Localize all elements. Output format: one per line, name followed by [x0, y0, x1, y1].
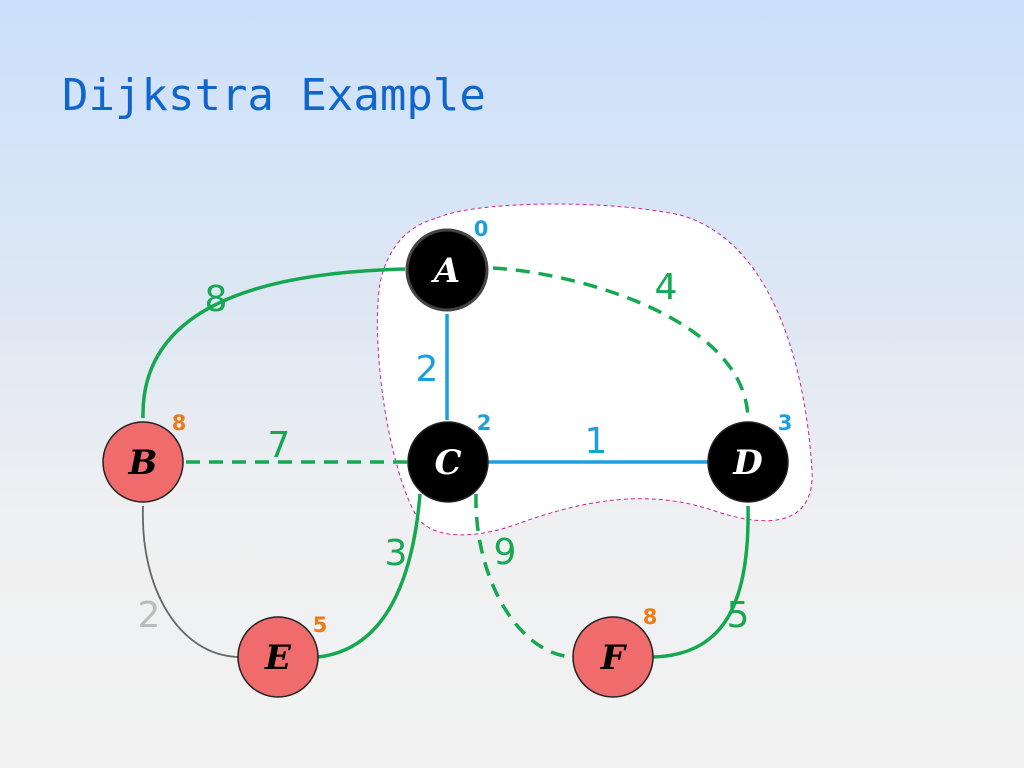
node-a: A: [405, 228, 489, 312]
edge-a-d: [492, 266, 750, 419]
edge-weight-a-b: 8: [205, 279, 228, 320]
node-c-distance: 2: [477, 411, 492, 435]
node-d-label: D: [732, 443, 763, 483]
node-f-label: F: [600, 638, 628, 678]
node-b: B: [102, 421, 184, 503]
node-a-label: A: [431, 251, 460, 291]
node-c-label: C: [434, 443, 461, 483]
edge-b-e: [142, 505, 239, 658]
node-a-distance: 0: [474, 217, 489, 241]
node-d-distance: 3: [778, 411, 793, 435]
node-c: C: [407, 421, 489, 503]
edge-weight-b-e: 2: [138, 595, 161, 636]
node-d: D: [707, 421, 789, 503]
edge-weight-a-d: 4: [655, 267, 678, 308]
node-f: F: [572, 616, 654, 698]
edge-c-e: [317, 493, 422, 659]
edge-weight-c-e: 3: [385, 533, 408, 574]
edge-weight-c-f: 9: [494, 532, 517, 573]
node-f-distance: 8: [643, 605, 658, 629]
edge-a-b: [141, 267, 406, 419]
node-e: E: [237, 616, 319, 698]
edge-weight-c-d: 1: [585, 421, 608, 462]
edge-weight-d-f: 5: [727, 595, 750, 636]
edge-d-f: [652, 505, 750, 659]
edge-c-f: [474, 493, 574, 659]
node-e-distance: 5: [313, 613, 328, 637]
node-b-label: B: [128, 443, 158, 483]
node-b-distance: 8: [172, 411, 187, 435]
slide-title: Dijkstra Example: [62, 70, 486, 121]
edge-weight-b-c: 7: [268, 425, 291, 466]
edge-weight-a-c: 2: [416, 349, 439, 390]
node-e-label: E: [264, 638, 292, 678]
